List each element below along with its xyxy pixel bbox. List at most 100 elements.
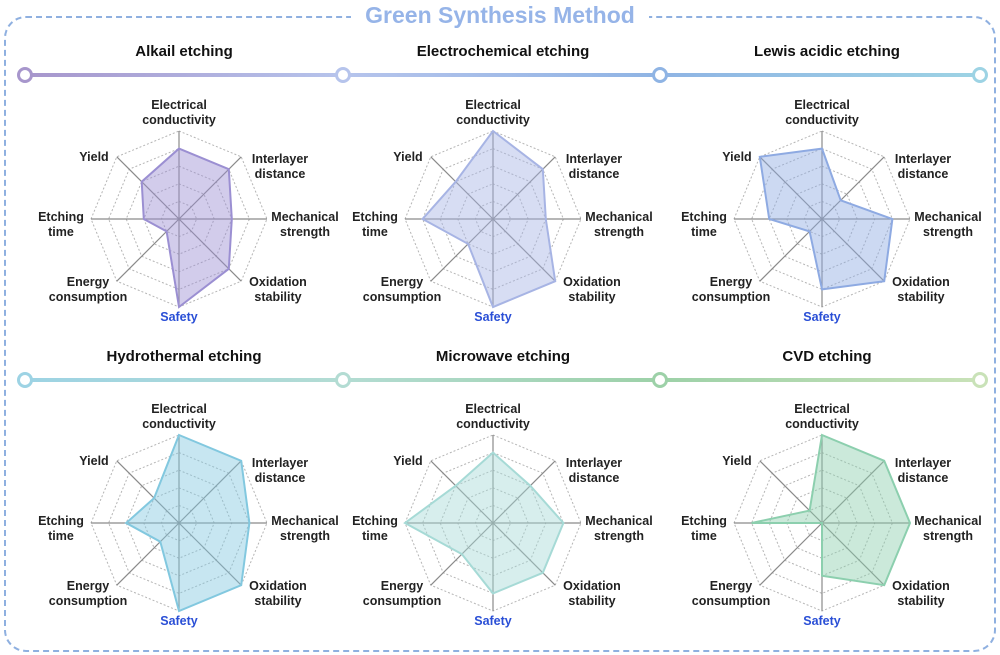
series-area (124, 433, 251, 613)
axis-label: Yield (722, 454, 751, 468)
axis-label-line: conductivity (456, 113, 530, 127)
axis-label: Safety (160, 614, 198, 628)
axis-label-line: conductivity (142, 417, 216, 431)
axis-label-line: strength (280, 529, 330, 543)
axis-label-line: consumption (692, 594, 770, 608)
figure-title: Green Synthesis Method (0, 2, 1000, 29)
chart-title: CVD etching (782, 348, 871, 365)
axis-label-line: Electrical (794, 402, 850, 416)
axis-label-line: consumption (363, 594, 441, 608)
section-divider-line (660, 73, 980, 77)
axis-label-line: Oxidation (563, 275, 621, 289)
axis-label-line: Energy (381, 275, 423, 289)
chart-title: Alkail etching (135, 43, 233, 60)
axis-line (821, 218, 885, 282)
axis-label-line: Electrical (151, 402, 207, 416)
divider-node-icon (17, 372, 33, 388)
axis-line (759, 156, 823, 220)
axis-line (492, 218, 556, 282)
axis-line (116, 218, 180, 282)
axis-label-line: time (48, 225, 74, 239)
axis-label: Safety (803, 614, 841, 628)
axis-label-line: conductivity (785, 417, 859, 431)
axis-label-line: Electrical (794, 98, 850, 112)
axis-label: Safety (803, 310, 841, 324)
axis-label-line: time (691, 225, 717, 239)
axis-label-line: Interlayer (895, 152, 951, 166)
series-area (140, 147, 233, 309)
axis-label-line: time (362, 529, 388, 543)
series-area (421, 129, 557, 309)
axis-label-line: stability (568, 290, 615, 304)
axis-line (178, 522, 242, 586)
axis-label-line: time (362, 225, 388, 239)
axis-label-line: stability (897, 290, 944, 304)
axis-label-line: consumption (49, 594, 127, 608)
axis-label-line: Etching (352, 210, 398, 224)
axis-label-line: Mechanical (585, 210, 652, 224)
axis-line (759, 460, 823, 524)
axis-line (492, 522, 556, 586)
axis-line (178, 156, 242, 220)
axis-line (430, 460, 494, 524)
axis-label-line: strength (594, 529, 644, 543)
axis-label-line: Interlayer (252, 456, 308, 470)
divider-node-icon (335, 372, 351, 388)
axis-line (821, 460, 885, 524)
axis-label: Safety (160, 310, 198, 324)
axis-label-line: strength (594, 225, 644, 239)
axis-label-line: Electrical (465, 402, 521, 416)
axis-label-line: Oxidation (892, 275, 950, 289)
axis-label-line: Mechanical (585, 514, 652, 528)
axis-label-line: Mechanical (914, 514, 981, 528)
axis-label-line: conductivity (456, 417, 530, 431)
axis-label-line: Electrical (151, 98, 207, 112)
axis-label-line: Energy (67, 579, 109, 593)
axis-label-line: Mechanical (914, 210, 981, 224)
axis-label-line: Mechanical (271, 210, 338, 224)
divider-node-icon (652, 372, 668, 388)
axis-label-line: distance (898, 167, 949, 181)
axis-label-line: strength (280, 225, 330, 239)
axis-label-line: Oxidation (249, 275, 307, 289)
axis-label-line: distance (569, 471, 620, 485)
axis-label-line: Etching (38, 514, 84, 528)
axis-line (430, 156, 494, 220)
axis-label: Yield (79, 454, 108, 468)
axis-label: Safety (474, 614, 512, 628)
axis-label-line: consumption (692, 290, 770, 304)
axis-label-line: Energy (710, 579, 752, 593)
axis-label-line: Energy (710, 275, 752, 289)
axis-label-line: distance (255, 471, 306, 485)
axis-line (492, 460, 556, 524)
axis-label-line: Electrical (465, 98, 521, 112)
axis-label: Yield (722, 150, 751, 164)
axis-line (116, 460, 180, 524)
chart-title: Electrochemical etching (417, 43, 590, 60)
axis-label-line: stability (568, 594, 615, 608)
chart-title: Microwave etching (436, 348, 570, 365)
axis-label-line: Interlayer (895, 456, 951, 470)
section-divider-line (343, 73, 660, 77)
axis-label-line: conductivity (142, 113, 216, 127)
